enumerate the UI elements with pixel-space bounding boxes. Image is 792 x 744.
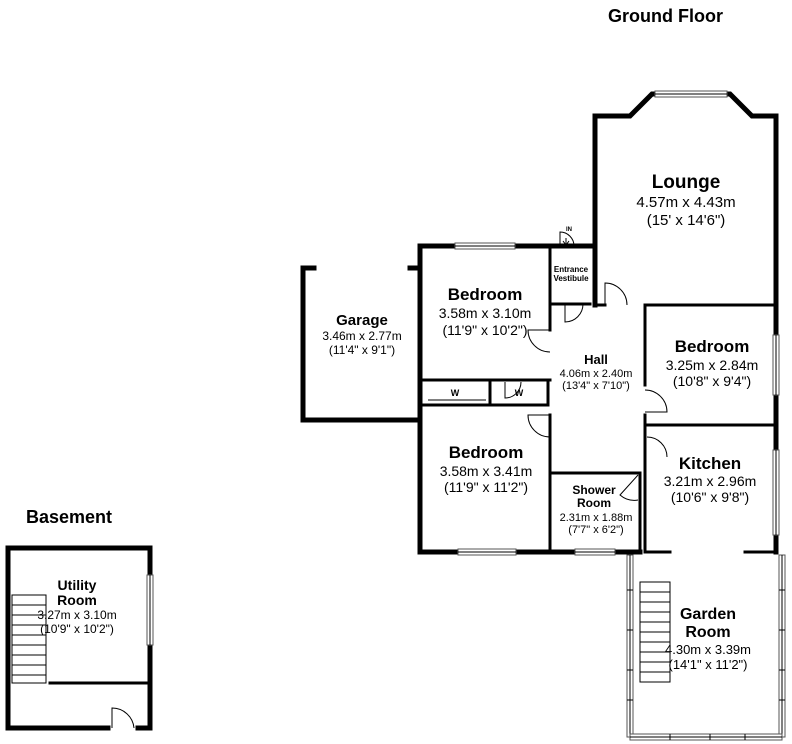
room-name-line2: Room — [57, 592, 97, 608]
room-name-line1: Shower — [572, 483, 616, 497]
room-name: Bedroom — [448, 285, 523, 304]
room-bedroom1: Bedroom 3.58m x 3.10m (11'9" x 10'2") — [439, 285, 532, 338]
basement-title: Basement — [26, 507, 112, 527]
room-dimension-imperial: (14'1" x 11'2") — [669, 657, 748, 672]
kitchen-walls — [643, 422, 780, 555]
room-dimension-imperial: (7'7" x 6'2") — [568, 524, 623, 536]
room-hall: Hall 4.06m x 2.40m (13'4" x 7'10") — [560, 352, 633, 392]
bedroom3-walls — [417, 413, 643, 556]
room-dimension-metric: 3.46m x 2.77m — [322, 329, 401, 343]
room-shower: Shower Room 2.31m x 1.88m (7'7" x 6'2") — [560, 483, 633, 536]
room-name-line2: Room — [577, 496, 611, 510]
utility-room-stairs — [11, 594, 47, 684]
garden-room-walls — [626, 554, 786, 741]
shower-room-walls — [548, 471, 642, 556]
room-dimension-imperial: (10'9" x 10'2") — [40, 622, 114, 636]
wardrobe-marker: W — [451, 388, 460, 398]
room-name-line2: Vestibule — [553, 274, 589, 283]
room-dimension-metric: 3.21m x 2.96m — [664, 473, 757, 489]
room-dimension-imperial: (10'6" x 9'8") — [671, 489, 749, 505]
room-utility: Utility Room 3.27m x 3.10m (10'9" x 10'2… — [37, 577, 116, 636]
room-name: Bedroom — [449, 443, 524, 462]
room-dimension-imperial: (13'4" x 7'10") — [562, 380, 630, 392]
room-name: Bedroom — [675, 337, 750, 356]
room-name-line1: Entrance — [554, 265, 589, 274]
ground-floor-title: Ground Floor — [608, 6, 723, 26]
room-name: Lounge — [652, 172, 721, 193]
room-garden: Garden Room 4.30m x 3.39m (14'1" x 11'2"… — [665, 606, 751, 672]
garden-room-stairs — [639, 581, 671, 683]
entrance-walls — [547, 231, 593, 323]
room-dimension-metric: 3.27m x 3.10m — [37, 608, 116, 622]
room-kitchen: Kitchen 3.21m x 2.96m (10'6" x 9'8") — [664, 454, 757, 505]
room-name: Hall — [584, 352, 608, 367]
utility-room-walls — [5, 545, 154, 731]
room-name-line2: Room — [685, 624, 730, 641]
room-dimension-metric: 4.57m x 4.43m — [636, 194, 735, 211]
room-name: Kitchen — [679, 454, 741, 473]
room-dimension-imperial: (11'9" x 10'2") — [442, 322, 527, 338]
room-entrance-vestibule: Entrance Vestibule IN — [553, 227, 589, 283]
room-name: Garage — [336, 312, 388, 329]
room-dimension-metric: 3.25m x 2.84m — [666, 357, 759, 373]
room-dimension-imperial: (11'4" x 9'1") — [329, 343, 395, 357]
room-lounge: Lounge 4.57m x 4.43m (15' x 14'6") — [636, 172, 735, 229]
room-name-line1: Garden — [680, 606, 736, 623]
entry-marker: IN — [566, 227, 572, 233]
room-dimension-metric: 2.31m x 1.88m — [560, 512, 633, 524]
room-dimension-metric: 3.58m x 3.41m — [440, 463, 533, 479]
room-dimension-metric: 4.06m x 2.40m — [560, 368, 633, 380]
wardrobe-units — [418, 378, 550, 407]
room-dimension-imperial: (11'9" x 11'2") — [444, 479, 528, 495]
wardrobe-marker: W — [515, 388, 524, 398]
room-bedroom2: Bedroom 3.25m x 2.84m (10'8" x 9'4") — [666, 337, 759, 389]
room-dimension-imperial: (15' x 14'6") — [647, 212, 726, 229]
room-name-line1: Utility — [58, 577, 97, 593]
room-bedroom3: Bedroom 3.58m x 3.41m (11'9" x 11'2") — [440, 443, 533, 495]
room-dimension-metric: 3.58m x 3.10m — [439, 305, 532, 321]
bedroom2-walls — [643, 302, 780, 428]
lounge-walls — [592, 90, 779, 308]
room-dimension-imperial: (10'8" x 9'4") — [673, 373, 751, 389]
hall-walls — [643, 303, 668, 554]
wardrobe-labels: W W — [451, 388, 524, 398]
room-dimension-metric: 4.30m x 3.39m — [665, 642, 751, 657]
room-garage: Garage 3.46m x 2.77m (11'4" x 9'1") — [322, 312, 401, 357]
